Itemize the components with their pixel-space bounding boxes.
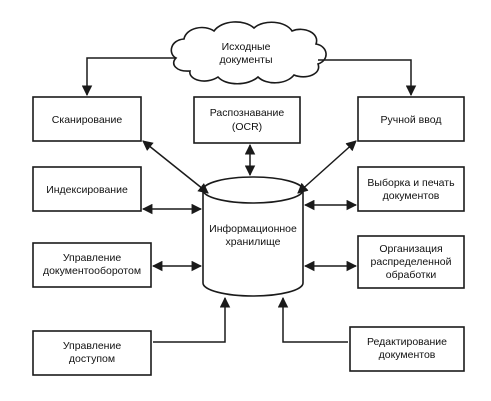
arrow-cloud-to-scanning: [81, 57, 176, 97]
ocr-label-line2: (OCR): [232, 121, 262, 133]
ocr-label-line1: Распознавание: [210, 107, 285, 119]
box-access: Управление доступом: [32, 330, 152, 376]
editing-label-line1: Редактирование: [367, 336, 447, 348]
storage-label-line1: Информационное: [209, 223, 297, 235]
box-selection-print: Выборка и печать документов: [357, 166, 465, 212]
scanning-label: Сканирование: [52, 114, 123, 126]
selection-print-label-line2: документов: [383, 190, 440, 202]
distributed-label-line2: распределенной: [371, 256, 452, 268]
workflow-label-line1: Управление: [63, 252, 122, 264]
editing-label-line2: документов: [379, 349, 436, 361]
box-editing: Редактирование документов: [349, 326, 465, 372]
cloud-shape: [170, 21, 327, 85]
box-indexing: Индексирование: [32, 166, 142, 212]
storage-label-line2: хранилище: [226, 236, 281, 248]
box-distributed: Организация распределенной обработки: [357, 235, 465, 289]
box-manual-input: Ручной ввод: [357, 96, 465, 142]
box-workflow: Управление документооборотом: [32, 242, 152, 288]
arrow-manual-input-storage: [297, 140, 357, 194]
distributed-label-line3: обработки: [386, 269, 437, 281]
box-ocr: Распознавание (OCR): [193, 96, 301, 144]
selection-print-label-line1: Выборка и печать: [367, 177, 455, 189]
information-storage-cylinder: Информационное хранилище: [202, 176, 304, 297]
workflow-label-line2: документооборотом: [43, 265, 141, 277]
box-scanning: Сканирование: [32, 96, 142, 142]
manual-input-label: Ручной ввод: [381, 114, 442, 126]
source-documents-cloud: Исходные документы: [170, 21, 327, 85]
indexing-label: Индексирование: [46, 184, 128, 196]
arrow-cloud-to-manual-input: [318, 59, 417, 97]
cylinder-top: [202, 176, 304, 204]
arrow-scanning-storage: [142, 140, 209, 194]
access-label-line2: доступом: [69, 353, 115, 365]
cloud-label-line1: Исходные: [222, 41, 271, 53]
cloud-label-line2: документы: [219, 54, 272, 66]
cylinder-body: [202, 190, 304, 297]
arrow-editing-storage: [277, 296, 348, 343]
arrow-access-storage: [153, 296, 231, 343]
distributed-label-line1: Организация: [379, 243, 442, 255]
access-label-line1: Управление: [63, 340, 122, 352]
